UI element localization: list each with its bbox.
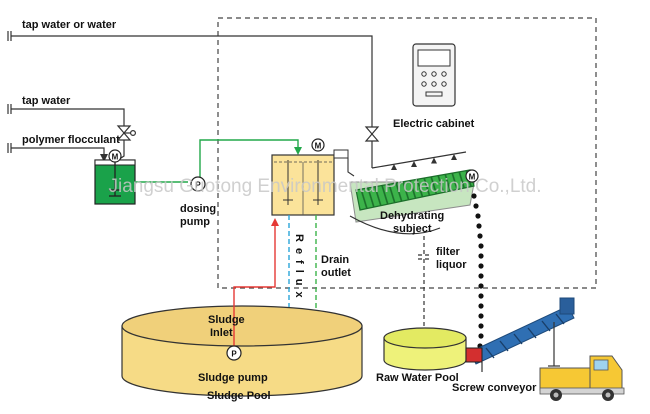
polymer-flocculant-line: [11, 147, 108, 162]
sludge-feed-line: [233, 218, 279, 356]
tap-water-label: tap water: [22, 95, 71, 107]
svg-text:M: M: [469, 173, 476, 182]
polymer-flocculant-label: polymer flocculant: [22, 134, 120, 146]
dosing-discharge-line: [199, 139, 302, 182]
tap-water-main-line: [11, 35, 373, 168]
svg-text:P: P: [195, 181, 201, 190]
pump-label: pump: [180, 216, 210, 228]
svg-text:M: M: [112, 153, 119, 162]
sludge-pump-icon[interactable]: P: [226, 345, 242, 361]
sludge-pump-label: Sludge pump: [198, 372, 268, 384]
raw-water-pool-label: Raw Water Pool: [376, 372, 459, 384]
inlet-terminals: [7, 31, 12, 153]
liquor-label: liquor: [436, 259, 467, 271]
sludge-pool: [121, 305, 363, 397]
drain-label: Drain: [321, 254, 349, 266]
subject-label: subject: [393, 223, 432, 235]
outlet-label: outlet: [321, 267, 351, 279]
reflux-label: Reflux: [293, 234, 305, 304]
sludge-cake-drops: [471, 193, 484, 349]
screw-motor-icon[interactable]: M: [465, 169, 479, 183]
inlet-label: Inlet: [210, 327, 233, 339]
filtrate-tray: [349, 215, 441, 235]
tank-agitator-motor-icon[interactable]: M: [311, 138, 325, 152]
sludge-label: Sludge: [208, 314, 245, 326]
dosing-label: dosing: [180, 203, 216, 215]
svg-text:M: M: [315, 142, 322, 151]
equipment-boundary: [217, 17, 597, 289]
filter-liquor-line: [418, 236, 430, 332]
truck-icon: [539, 355, 625, 401]
svg-text:Reflux: Reflux: [293, 234, 305, 304]
dosing-pump-icon[interactable]: P: [190, 176, 206, 192]
electric-cabinet-label: Electric cabinet: [393, 118, 475, 130]
raw-water-pool: [383, 327, 467, 371]
spray-valve-icon[interactable]: [364, 126, 380, 142]
dehydrating-screw: [355, 169, 475, 211]
sludge-pool-label: Sludge Pool: [207, 390, 271, 402]
watermark-text: Jiangsu Guotong Environmental Protection…: [108, 176, 541, 197]
screw-conveyor-icon: [465, 297, 575, 372]
dehydrating-label: Dehydrating: [380, 210, 444, 222]
tap-water-or-water-label: tap water or water: [22, 19, 117, 31]
tank-motor-icon[interactable]: M: [108, 149, 122, 163]
electric-cabinet-icon: [412, 43, 456, 107]
filter-label: filter: [436, 246, 461, 258]
spray-nozzles: [391, 154, 457, 170]
flocculation-tank: [271, 149, 355, 216]
screw-conveyor-label: Screw conveyor: [452, 382, 537, 394]
tap-water-line: [11, 108, 125, 126]
spray-bar: [371, 151, 467, 169]
valve-icon[interactable]: [116, 125, 137, 141]
svg-text:P: P: [231, 350, 237, 359]
